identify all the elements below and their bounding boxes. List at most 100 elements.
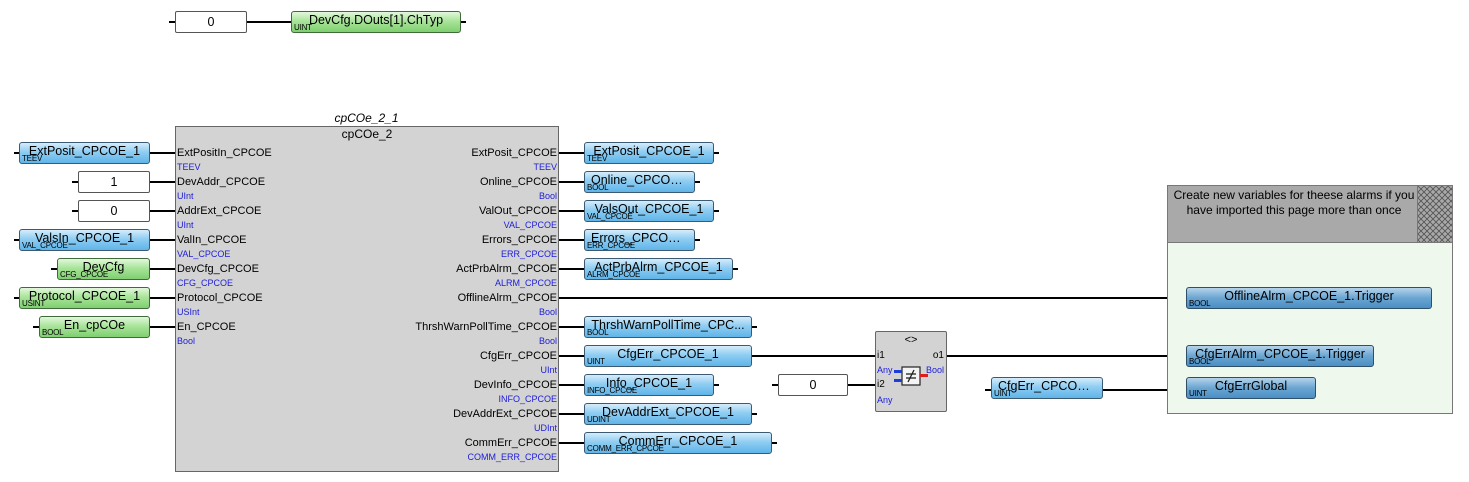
fb-output-pin: Errors_CPCOE xyxy=(481,234,557,246)
output-var-commerr[interactable]: CommErr_CPCOE_1 COMM_ERR_CPCOE xyxy=(584,432,772,454)
output-var-valsout[interactable]: ValsOut_CPCOE_1 VAL_CPCOE xyxy=(584,200,714,222)
comment-header: Create new variables for theese alarms i… xyxy=(1168,186,1452,243)
input-var-extposit[interactable]: ExtPosit_CPCOE_1 TEEV xyxy=(19,142,150,164)
output-var-errors[interactable]: Errors_CPCOE_1 ERR_CPCOE xyxy=(584,229,695,251)
fb-output-pin-type: VAL_CPCOE xyxy=(503,220,557,230)
fb-output-pin: CommErr_CPCOE xyxy=(464,437,557,449)
fb-input-pin-type: UInt xyxy=(177,220,194,230)
fb-output-pin-type: INFO_CPCOE xyxy=(498,394,557,404)
fb-output-pin: OfflineAlrm_CPCOE xyxy=(457,292,557,304)
fb-output-pin-type: COMM_ERR_CPCOE xyxy=(467,452,557,462)
variable-name: CfgErrAlrm_CPCOE_1.Trigger xyxy=(1195,347,1365,361)
compare-title: <> xyxy=(904,334,918,346)
hatch-pattern-icon xyxy=(1417,186,1452,242)
fb-input-pin: AddrExt_CPCOE xyxy=(177,205,262,217)
fb-input-pin-type: VAL_CPCOE xyxy=(177,249,231,259)
compare-not-equal-block[interactable]: <> i1 Any i2 Any o1 Bool xyxy=(875,331,947,412)
compare-in2: i2 xyxy=(877,379,885,390)
var-cfgerr-source[interactable]: CfgErr_CPCOE_1 UINT xyxy=(991,377,1103,399)
output-var-devaddrext[interactable]: DevAddrExt_CPCOE_1 UDINT xyxy=(584,403,752,425)
alarm-var-cfgerr-global[interactable]: CfgErrGlobal UINT xyxy=(1186,377,1316,399)
fb-output-pin: ExtPosit_CPCOE xyxy=(471,147,557,159)
input-var-valsin[interactable]: ValsIn_CPCOE_1 VAL_CPCOE xyxy=(19,229,150,251)
input-const-devaddr[interactable]: 1 xyxy=(78,171,150,193)
variable-type: BOOL xyxy=(587,183,609,192)
variable-type: USINT xyxy=(22,299,46,308)
fb-output-pin-type: ERR_CPCOE xyxy=(500,249,557,259)
fb-output-pin-type: TEEV xyxy=(533,162,557,172)
output-var-extposit[interactable]: ExtPosit_CPCOE_1 TEEV xyxy=(584,142,714,164)
variable-type: TEEV xyxy=(587,154,608,163)
output-var-cfgerr[interactable]: CfgErr_CPCOE_1 UINT xyxy=(584,345,752,367)
input-var-protocol[interactable]: Protocol_CPCOE_1 USINT xyxy=(19,287,150,309)
alarm-var-cfgerr-trigger[interactable]: CfgErrAlrm_CPCOE_1.Trigger BOOL xyxy=(1186,345,1374,367)
fb-input-pin-type: UInt xyxy=(177,191,194,201)
output-var-actprbalrm[interactable]: ActPrbAlrm_CPCOE_1 ALRM_CPCOE xyxy=(584,258,733,280)
alarm-var-offline-trigger[interactable]: OfflineAlrm_CPCOE_1.Trigger BOOL xyxy=(1186,287,1432,309)
output-var-online[interactable]: Online_CPCOE_1 BOOL xyxy=(584,171,695,193)
fb-input-pin-type: Bool xyxy=(177,336,196,346)
fb-output-pin-type: UDInt xyxy=(533,423,557,433)
compare-out: o1 xyxy=(932,350,944,361)
fb-input-pin-type: USInt xyxy=(177,307,200,317)
fb-output-pin: ThrshWarnPollTime_CPCOE xyxy=(415,321,557,333)
variable-type: TEEV xyxy=(22,154,43,163)
input-const-addrext[interactable]: 0 xyxy=(78,200,150,222)
fb-input-pin: DevCfg_CPCOE xyxy=(177,263,259,275)
compare-out-type: Bool xyxy=(925,365,944,375)
comment-text: Create new variables for theese alarms i… xyxy=(1173,188,1415,217)
input-var-devcfg[interactable]: DevCfg CFG_CPCOE xyxy=(57,258,150,280)
variable-type: UINT xyxy=(294,23,312,32)
fb-output-pin: ValOut_CPCOE xyxy=(478,205,557,217)
variable-type: BOOL xyxy=(587,328,609,337)
variable-type: ERR_CPCOE xyxy=(587,241,635,250)
compare-in2-type: Any xyxy=(877,395,893,405)
fb-input-pin: ExtPositIn_CPCOE xyxy=(177,147,272,159)
fb-output-pin-type: ALRM_CPCOE xyxy=(494,278,557,288)
fb-input-pin-type: CFG_CPCOE xyxy=(177,278,234,288)
variable-name: OfflineAlrm_CPCOE_1.Trigger xyxy=(1224,289,1394,303)
fb-output-pin: Online_CPCOE xyxy=(479,176,557,188)
variable-type: INFO_CPCOE xyxy=(587,386,638,395)
fb-input-pin: En_CPCOE xyxy=(177,321,236,333)
fb-type-name: cpCOe_2 xyxy=(341,127,393,141)
variable-type: BOOL xyxy=(1189,357,1211,366)
input-var-enable[interactable]: En_cpCOe BOOL xyxy=(39,316,150,338)
fb-output-pin-type: UInt xyxy=(540,365,557,375)
variable-type: VAL_CPCOE xyxy=(587,212,633,221)
top-const-value[interactable]: 0 xyxy=(175,11,247,33)
variable-name: ThrshWarnPollTime_CPC... xyxy=(591,318,745,332)
output-var-info[interactable]: Info_CPCOE_1 INFO_CPCOE xyxy=(584,374,714,396)
not-equal-icon xyxy=(894,366,928,386)
variable-type: COMM_ERR_CPCOE xyxy=(587,444,664,453)
fb-output-pin-type: Bool xyxy=(538,336,557,346)
fb-output-pin: CfgErr_CPCOE xyxy=(479,350,557,362)
fb-output-pin-type: Bool xyxy=(538,191,557,201)
fb-input-pin: ValIn_CPCOE xyxy=(177,234,247,246)
variable-type: ALRM_CPCOE xyxy=(587,270,641,279)
variable-type: VAL_CPCOE xyxy=(22,241,68,250)
fb-input-pin-type: TEEV xyxy=(177,162,201,172)
output-var-thrshwarnpolltime[interactable]: ThrshWarnPollTime_CPC... BOOL xyxy=(584,316,752,338)
compare-in1: i1 xyxy=(877,350,885,361)
variable-type: UINT xyxy=(587,357,605,366)
compare-in1-type: Any xyxy=(877,365,893,375)
variable-name: DevCfg.DOuts[1].ChTyp xyxy=(308,13,444,27)
variable-type: BOOL xyxy=(1189,299,1211,308)
fb-instance-name: cpCOe_2_1 xyxy=(334,111,399,125)
fb-input-pin: Protocol_CPCOE xyxy=(177,292,263,304)
fb-output-pin: DevAddrExt_CPCOE xyxy=(453,408,557,420)
variable-type: UINT xyxy=(1189,389,1207,398)
variable-name: CfgErr_CPCOE_1 xyxy=(617,347,719,361)
variable-type: BOOL xyxy=(42,328,64,337)
variable-type: UINT xyxy=(994,389,1012,398)
fb-output-pin-type: Bool xyxy=(538,307,557,317)
compare-const-value[interactable]: 0 xyxy=(778,374,848,396)
fb-input-pin: DevAddr_CPCOE xyxy=(177,176,266,188)
top-target-variable[interactable]: DevCfg.DOuts[1].ChTyp UINT xyxy=(291,11,461,33)
fb-output-pin: ActPrbAlrm_CPCOE xyxy=(456,263,557,275)
variable-type: CFG_CPCOE xyxy=(60,270,108,279)
function-block-cpcoe[interactable]: cpCOe_2 xyxy=(175,126,559,472)
fb-output-pin: DevInfo_CPCOE xyxy=(473,379,557,391)
variable-type: UDINT xyxy=(587,415,611,424)
